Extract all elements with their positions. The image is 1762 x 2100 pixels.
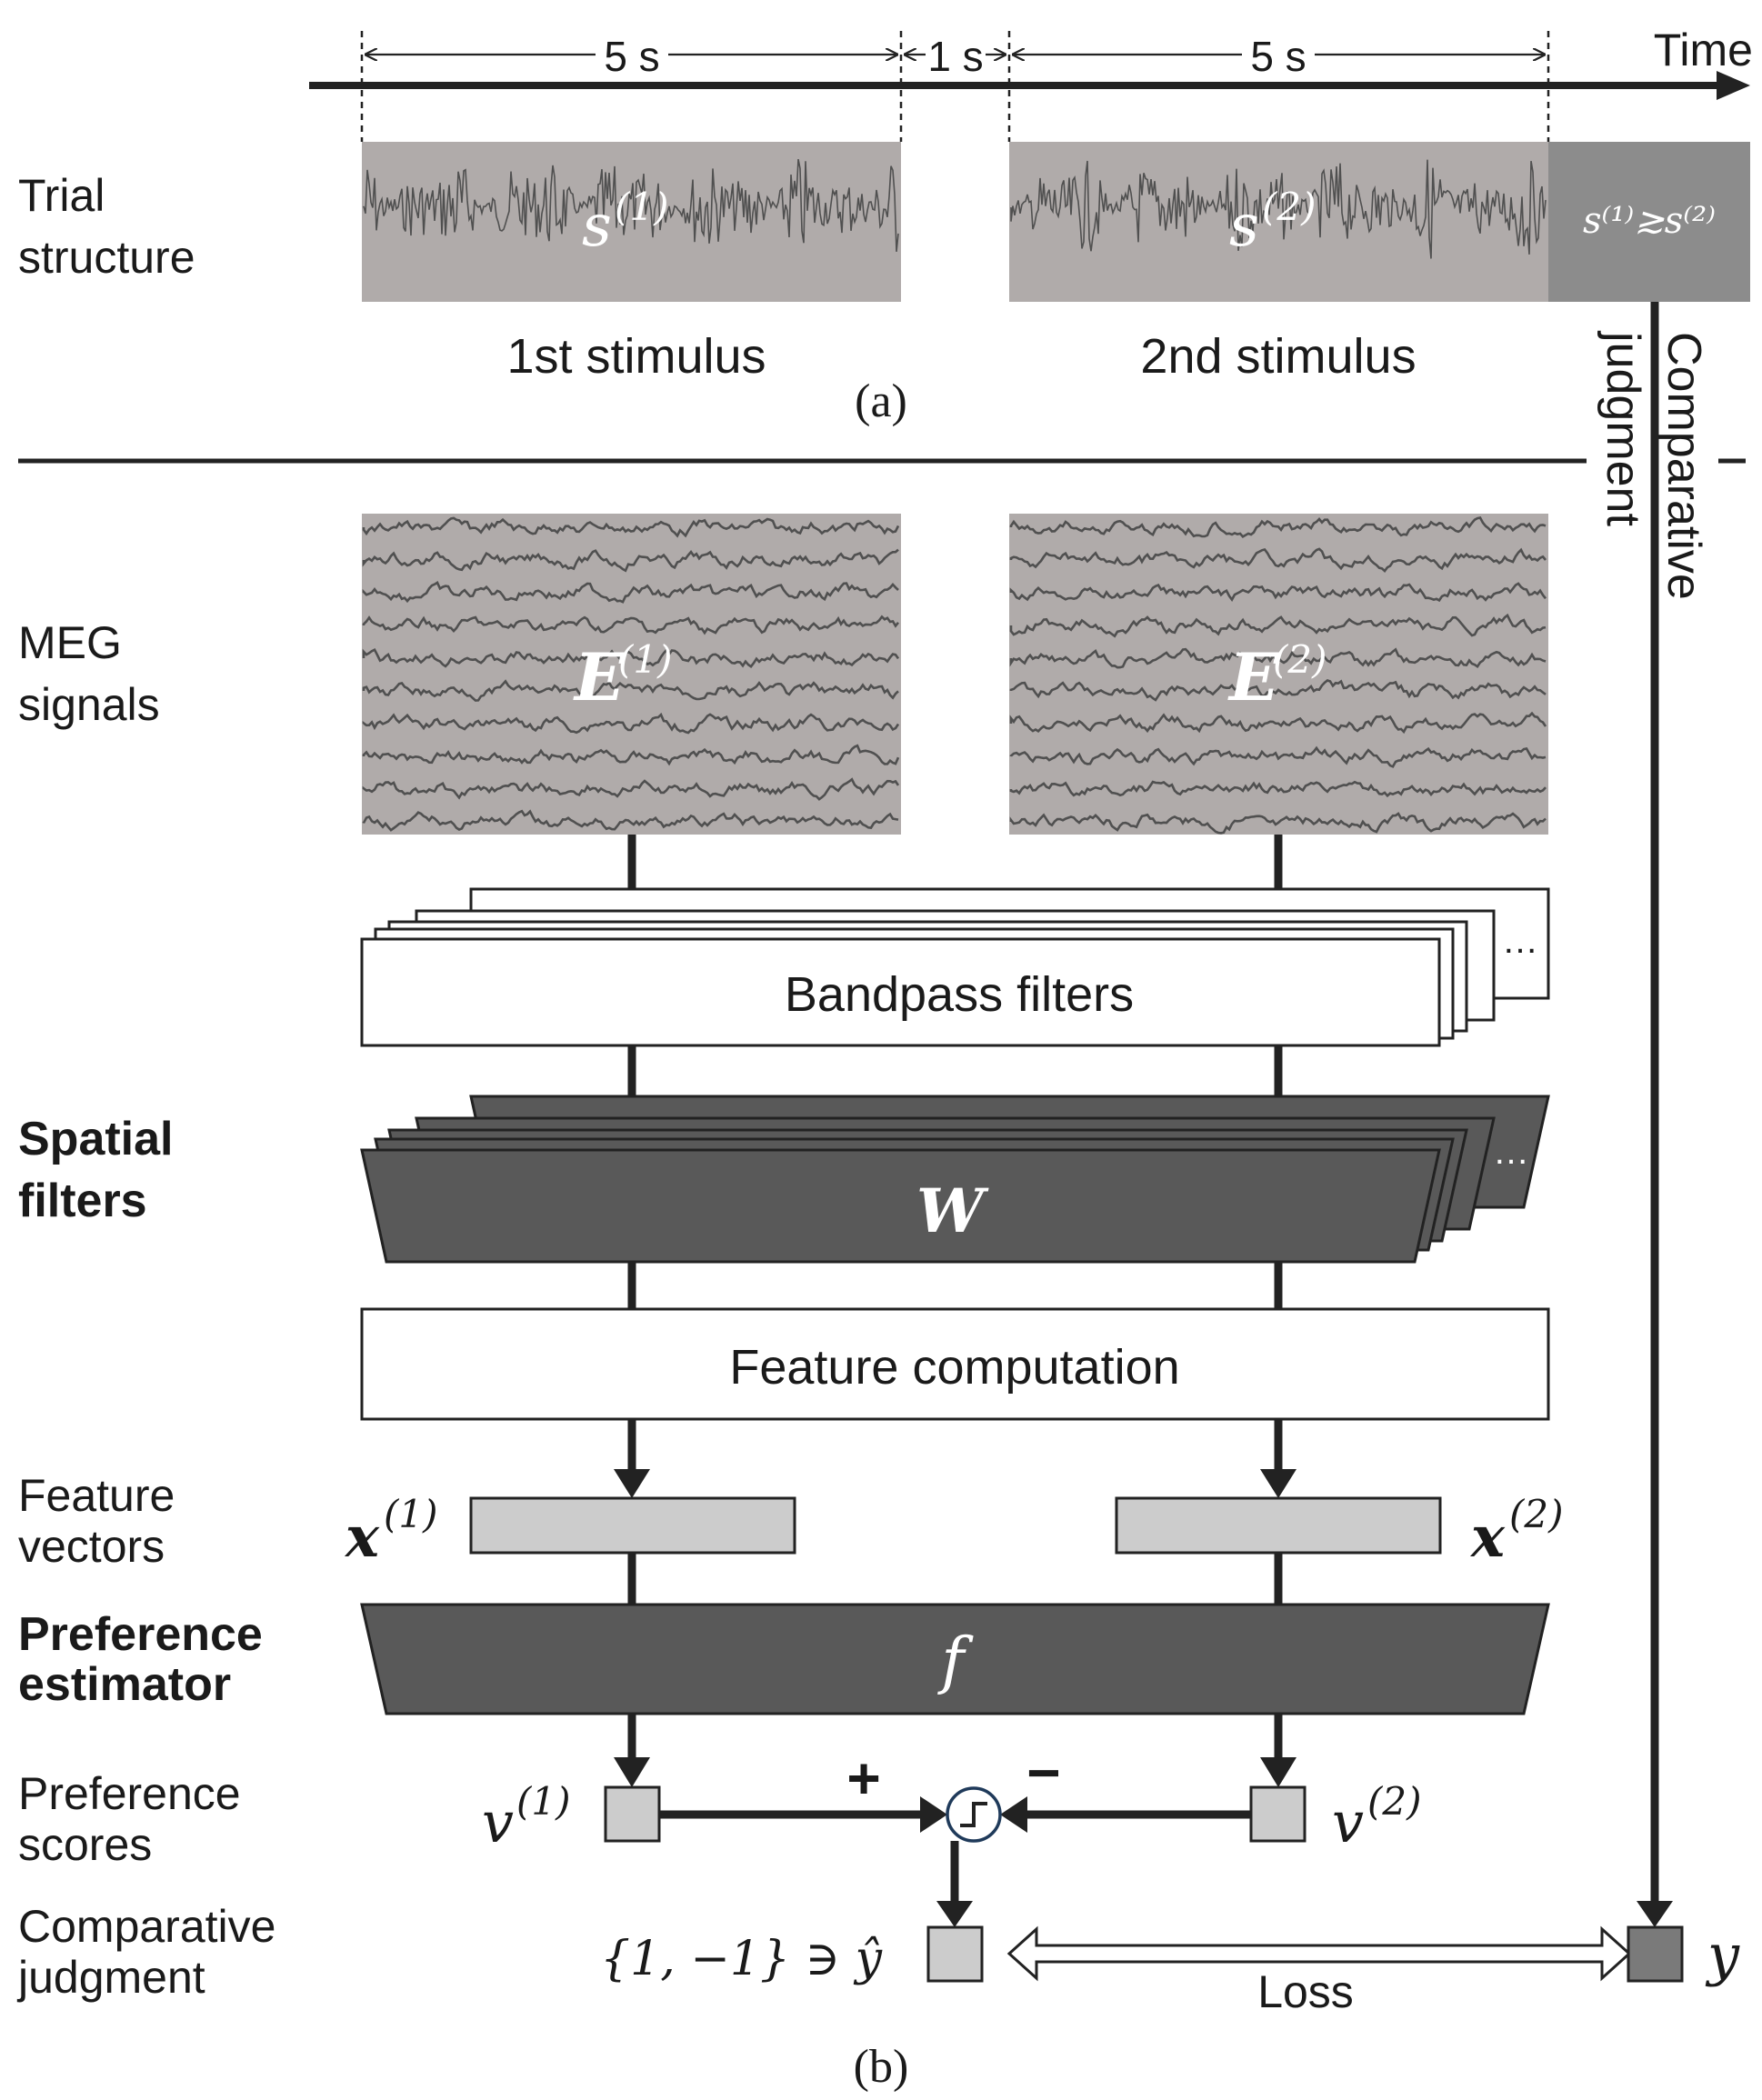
- svg-text:Comparative: Comparative: [1657, 332, 1710, 600]
- feature-vector-1: [469, 1496, 796, 1555]
- meg-row-label: MEG signals: [18, 617, 160, 730]
- preference-estimator-block: [360, 1603, 1550, 1715]
- meg-signal-1-superscript: (1): [618, 637, 673, 682]
- sign-step-node: [946, 1786, 1002, 1843]
- arrowhead-v1-node: [920, 1796, 947, 1833]
- feature-vector-2: [1115, 1496, 1442, 1555]
- feature-vector-2-symbol: x: [1469, 1504, 1506, 1570]
- comparison-box: [1548, 142, 1750, 302]
- time-axis-arrowhead: [1717, 71, 1750, 100]
- stimulus-2-waveform: [1010, 159, 1547, 259]
- meg-signal-1-traces: [362, 516, 900, 832]
- minus-sign: −: [1026, 1740, 1060, 1805]
- comparative-judgment-vertical-label: Comparative judgment: [1597, 330, 1710, 600]
- meg-signal-1-symbol: E: [573, 638, 626, 715]
- arrowhead-v1: [614, 1757, 650, 1787]
- preference-score-1-symbol: v: [482, 1789, 514, 1855]
- caption-a: (a): [855, 375, 907, 427]
- time-label: Time: [1654, 25, 1753, 75]
- bandpass-filters-label: Bandpass filters: [785, 967, 1134, 1022]
- meg-signal-1: E (1): [362, 514, 901, 835]
- feature-computation-box: [360, 1307, 1550, 1421]
- plus-sign: +: [846, 1745, 880, 1811]
- preference-score-1-superscript: (1): [516, 1779, 571, 1824]
- svg-text:estimator: estimator: [18, 1658, 231, 1711]
- svg-text:Trial: Trial: [18, 170, 105, 221]
- arrowhead-v2: [1260, 1757, 1296, 1787]
- true-judgment-symbol: y: [1705, 1922, 1740, 1988]
- loss-label: Loss: [1257, 1966, 1354, 2017]
- preference-score-2: [1249, 1785, 1306, 1843]
- duration-seg2: 5 s: [1250, 33, 1306, 80]
- stimulus-2: s (2) 2nd stimulus: [1009, 142, 1548, 384]
- svg-text:Preference: Preference: [18, 1608, 263, 1661]
- stimulus-2-symbol: s: [1229, 193, 1259, 260]
- stimulus-2-superscript: (2): [1262, 185, 1316, 229]
- stimulus-1-superscript: (1): [615, 185, 669, 229]
- meg-signal-2: E (2): [1009, 514, 1548, 835]
- feature-vector-1-superscript: (1): [384, 1492, 438, 1536]
- bandpass-stack-dots: …: [1502, 921, 1538, 961]
- arrowhead-yhat: [936, 1901, 973, 1927]
- svg-text:scores: scores: [18, 1819, 152, 1870]
- svg-text:Comparative: Comparative: [18, 1901, 275, 1952]
- feature-vector-2-superscript: (2): [1509, 1492, 1564, 1536]
- caption-b: (b): [854, 2041, 909, 2093]
- svg-text:filters: filters: [18, 1175, 147, 1227]
- spatial-filter-block: [360, 1148, 1441, 1264]
- svg-text:MEG: MEG: [18, 617, 122, 668]
- bandpass-filter-box: [360, 937, 1441, 1047]
- timeline: Time 5 s 1 s 5 s: [309, 25, 1753, 142]
- spatial-row-label: Spatial filters: [18, 1113, 174, 1227]
- svg-text:structure: structure: [18, 232, 195, 283]
- svg-text:Spatial: Spatial: [18, 1113, 174, 1165]
- spatial-stack-dots: …: [1493, 1132, 1529, 1172]
- svg-text:Preference: Preference: [18, 1768, 241, 1819]
- preference-score-2-symbol: v: [1332, 1789, 1364, 1855]
- preference-score-2-superscript: (2): [1367, 1779, 1422, 1824]
- scores-row-label: Preference scores: [18, 1768, 241, 1870]
- feature-vector-1-symbol: x: [344, 1504, 380, 1570]
- meg-signal-2-superscript: (2): [1273, 637, 1327, 682]
- trial-row-label: Trial structure: [18, 170, 195, 283]
- arrowhead-x1: [614, 1469, 650, 1498]
- feature-computation-label: Feature computation: [729, 1340, 1179, 1395]
- stimulus-1-symbol: s: [582, 193, 612, 260]
- stimulus-1-label: 1st stimulus: [506, 329, 766, 384]
- spatial-filter-stack: [360, 1095, 1550, 1264]
- duration-gap: 1 s: [927, 33, 983, 80]
- spatial-filter-symbol: W: [916, 1175, 989, 1246]
- stimulus-1: s (1) 1st stimulus: [362, 142, 901, 384]
- arrowhead-x2: [1260, 1469, 1296, 1498]
- svg-text:Feature: Feature: [18, 1470, 175, 1521]
- duration-seg1: 5 s: [604, 33, 659, 80]
- arrowhead-y: [1637, 1901, 1673, 1927]
- meg-signal-1-box: [362, 514, 901, 835]
- svg-text:judgment: judgment: [1597, 330, 1649, 526]
- stimulus-1-box: [362, 142, 901, 302]
- feature-row-label: Feature vectors: [18, 1470, 175, 1572]
- preference-score-1: [604, 1785, 661, 1843]
- stimulus-1-waveform: [363, 158, 899, 252]
- bandpass-filter-stack: [360, 887, 1550, 1047]
- meg-signal-2-traces: [1009, 516, 1547, 835]
- svg-text:signals: signals: [18, 679, 160, 730]
- pref-row-label: Preference estimator: [18, 1608, 263, 1711]
- predicted-judgment-box: [926, 1925, 984, 1983]
- svg-text:vectors: vectors: [18, 1521, 165, 1572]
- meg-signal-2-symbol: E: [1227, 638, 1280, 715]
- svg-text:judgment: judgment: [16, 1952, 205, 2003]
- predicted-judgment-text: {1, −1} ∋ ŷ: [600, 1932, 883, 1986]
- step-function-icon: [960, 1802, 987, 1827]
- judgment-row-label: Comparative judgment: [16, 1901, 275, 2003]
- true-judgment-box: [1627, 1925, 1684, 1983]
- comparison-block: s⁽¹⁾≳s⁽²⁾: [1548, 142, 1750, 302]
- arrowhead-v2-node: [1000, 1796, 1027, 1833]
- comparison-text: s⁽¹⁾≳s⁽²⁾: [1583, 200, 1716, 242]
- stimulus-2-label: 2nd stimulus: [1140, 329, 1416, 384]
